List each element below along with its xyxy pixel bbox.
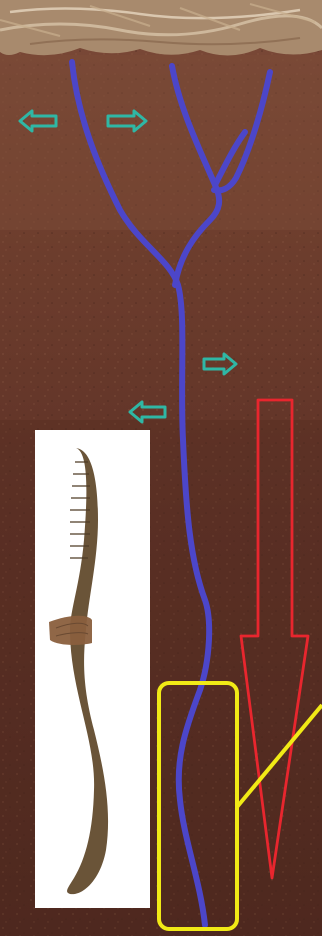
worm-clitellum — [49, 616, 92, 645]
earthworm-photo — [35, 430, 150, 908]
surface-litter — [0, 0, 322, 56]
upper-horizon — [0, 55, 322, 230]
